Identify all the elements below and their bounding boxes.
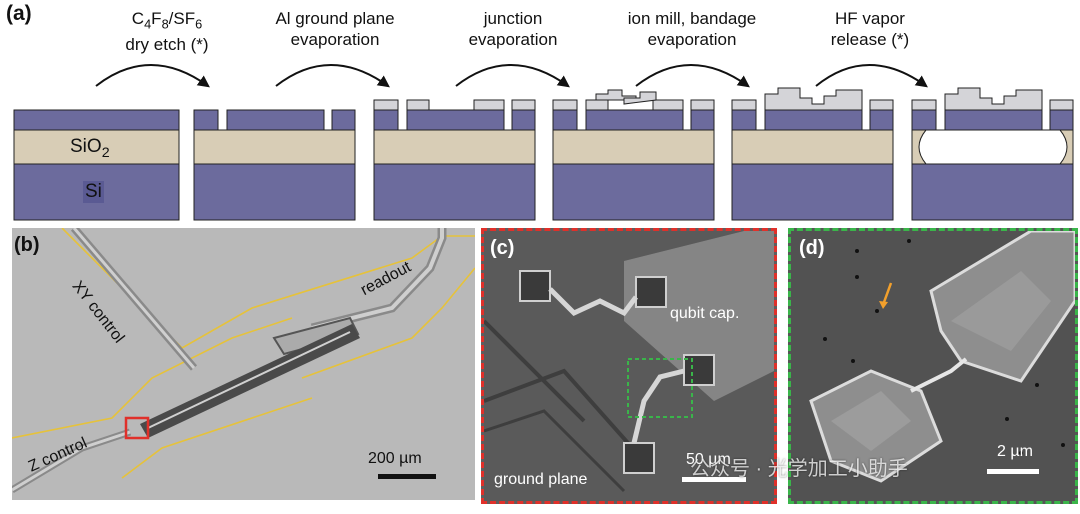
watermark-text: 公众号 · 光学加工小助手 — [690, 458, 908, 480]
step-4-line1: ion mill, bandage — [627, 9, 757, 28]
panel-c-scale-label: 50 µm — [686, 451, 731, 468]
step-5-line2: release (*) — [830, 30, 910, 49]
panel-c-scale-bar — [682, 477, 746, 482]
panel-c-sem-image: (c) qubit cap. ground plane 50 µm — [481, 228, 777, 504]
panel-b-label: (b) — [14, 234, 40, 256]
step-5-line1: HF vapor — [835, 9, 905, 28]
step-1-line1: C4F8/SF6 — [131, 9, 203, 32]
panel-d-highlight-box — [627, 358, 693, 418]
step-3-label: junction evaporation — [428, 8, 598, 50]
step-1-label: C4F8/SF6 dry etch (*) — [82, 8, 252, 55]
qubit-cap-label: qubit cap. — [670, 305, 740, 322]
step-4-label: ion mill, bandage evaporation — [604, 8, 780, 50]
wafer-stage-6 — [911, 87, 1074, 221]
panel-d-sem-image: (d) 2 µm — [788, 228, 1078, 504]
panel-a-label: (a) — [6, 2, 32, 25]
released-cavity — [918, 129, 1068, 165]
step-5-arrow — [815, 64, 928, 88]
junction-pad-3 — [683, 354, 715, 386]
sio2-label: SiO2 — [70, 136, 110, 161]
wafer-stage-4 — [552, 89, 715, 221]
si-text: Si — [85, 181, 102, 202]
step-2-arrow — [275, 64, 390, 88]
step-4-line2: evaporation — [647, 30, 737, 49]
defect-indicator-arrow — [881, 282, 893, 306]
wafer-stage-3 — [373, 99, 536, 221]
readout-resonator — [272, 316, 360, 356]
step-4-arrow — [635, 64, 750, 88]
panel-c-label: (c) — [490, 237, 515, 259]
process-flow-diagram — [13, 64, 1074, 221]
step-2-line2: evaporation — [290, 30, 380, 49]
junction-pad-1 — [519, 270, 551, 302]
step-1-arrow — [95, 64, 210, 88]
step-5-label: HF vapor release (*) — [790, 8, 950, 50]
sio2-text: SiO2 — [70, 136, 110, 161]
panel-c-highlight-box — [124, 416, 150, 440]
panel-b-micrograph: (b) XY control readout Z control 200 µm — [12, 228, 475, 500]
step-3-arrow — [455, 64, 570, 88]
step-1-line2: dry etch (*) — [125, 35, 209, 55]
si-label: Si — [83, 181, 104, 203]
panel-b-scale-label: 200 µm — [368, 450, 422, 467]
junction-pad-4 — [623, 442, 655, 474]
step-3-line1: junction — [483, 9, 543, 28]
panel-d-scale-bar — [987, 469, 1039, 474]
panel-d-label: (d) — [799, 237, 825, 259]
ground-plane-label: ground plane — [494, 471, 588, 488]
wafer-stage-2 — [193, 109, 356, 221]
step-3-line2: evaporation — [468, 30, 558, 49]
junction-pad-2 — [635, 276, 667, 308]
wafer-stage-5 — [731, 87, 894, 221]
step-2-line1: Al ground plane — [275, 9, 395, 28]
qubit-capacitor-pad — [624, 231, 774, 401]
step-2-label: Al ground plane evaporation — [250, 8, 420, 50]
wafer-stage-1 — [13, 109, 180, 221]
panel-d-scale-label: 2 µm — [997, 443, 1033, 460]
panel-b-scale-bar — [378, 474, 436, 479]
junction-wire — [910, 357, 968, 393]
